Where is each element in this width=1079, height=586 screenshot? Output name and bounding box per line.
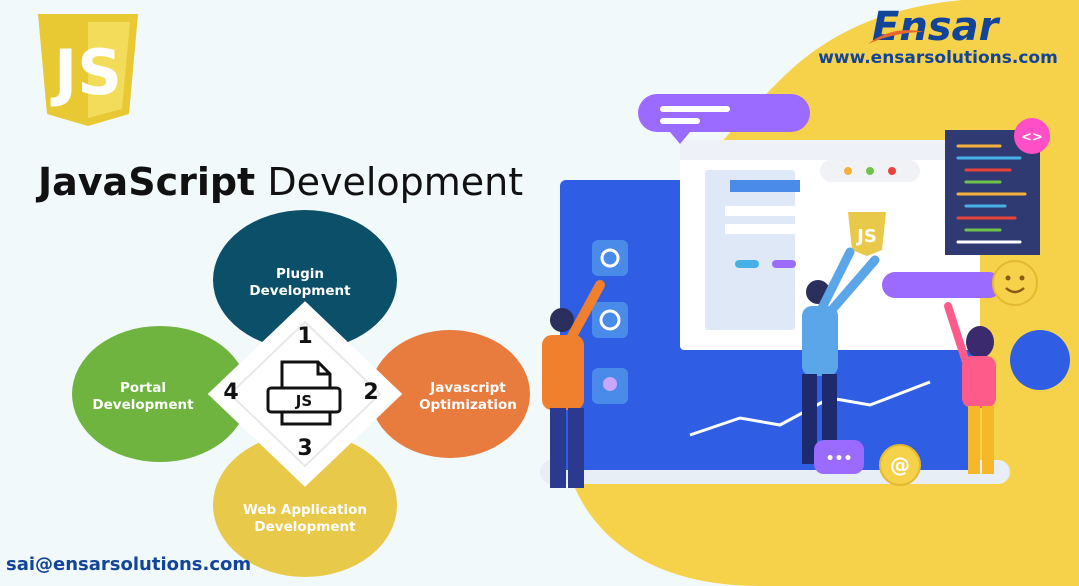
form-panel xyxy=(705,170,795,330)
gear-icon xyxy=(1010,330,1070,390)
js-file-icon: JS xyxy=(266,360,342,426)
petal-portal-development xyxy=(72,326,248,462)
services-diagram: JS xyxy=(72,210,530,577)
petal-plugin-development xyxy=(213,210,397,350)
title-bold: JavaScript xyxy=(38,160,256,204)
developer-illustration: <> JS xyxy=(540,94,1070,488)
petal-javascript-optimization xyxy=(370,330,530,458)
brand-logo: Ensar xyxy=(872,4,998,50)
svg-text:<>: <> xyxy=(1021,130,1043,145)
js-file-label: JS xyxy=(295,392,312,410)
code-tag-icon xyxy=(1014,118,1050,154)
at-sign-icon xyxy=(879,444,921,486)
svg-text:•••: ••• xyxy=(826,451,853,467)
brand-swoosh-icon xyxy=(868,30,924,44)
js-shield-logo: JS xyxy=(38,14,138,126)
page-title: JavaScript Development xyxy=(38,160,523,204)
chat-bubble-icon xyxy=(814,440,864,474)
person-left-figure xyxy=(542,280,605,488)
svg-text:JS: JS xyxy=(855,226,877,247)
smiley-icon xyxy=(992,260,1038,306)
service-3-number: 3 xyxy=(297,436,313,461)
js-logo-text: JS xyxy=(50,36,122,109)
brand-name-text: Ensar xyxy=(872,4,999,50)
person-right-figure xyxy=(944,302,996,474)
brand-website[interactable]: www.ensarsolutions.com xyxy=(818,48,1058,68)
clock-icon xyxy=(592,302,628,338)
speech-bubble xyxy=(638,94,810,132)
service-4-number: 4 xyxy=(223,380,239,405)
progress-pill xyxy=(882,272,1002,298)
contact-email[interactable]: sai@ensarsolutions.com xyxy=(6,554,252,575)
service-1-number: 1 xyxy=(297,324,313,349)
title-light: Development xyxy=(267,160,524,204)
camera-icon xyxy=(592,240,628,276)
service-2-number: 2 xyxy=(363,380,379,405)
js-badge-icon xyxy=(848,212,886,256)
person-middle-figure xyxy=(802,247,880,464)
svg-text:@: @ xyxy=(890,453,910,477)
petal-web-application-development xyxy=(213,433,397,577)
